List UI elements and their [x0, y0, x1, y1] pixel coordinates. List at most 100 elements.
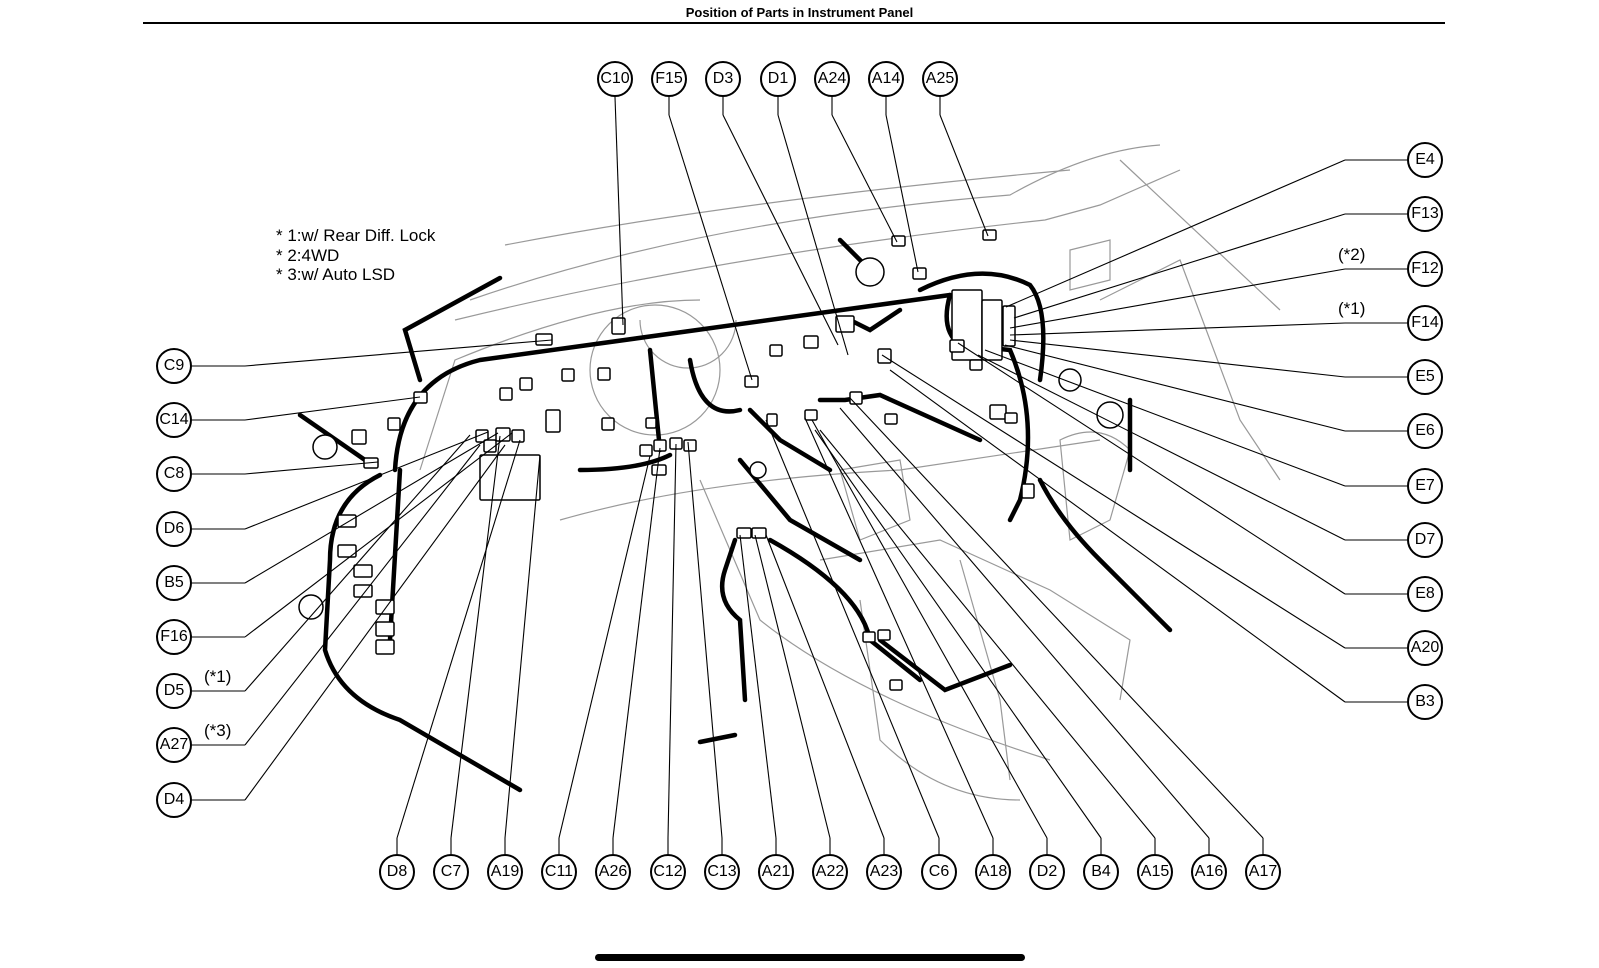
callout-4[interactable]: A26 [595, 854, 631, 890]
callout-3[interactable]: F14 [1407, 305, 1443, 341]
callout-label: C11 [544, 863, 574, 880]
connector-icon [804, 409, 818, 421]
callout-9[interactable]: A20 [1407, 630, 1443, 666]
callout-1[interactable]: C14 [156, 402, 192, 438]
callout-label: C6 [928, 863, 950, 880]
callout-label: C7 [440, 863, 462, 880]
outline-path [504, 169, 1071, 246]
callout-label: A20 [1410, 639, 1440, 656]
variant-marker-F12: (*2) [1338, 245, 1366, 264]
callout-0[interactable]: C9 [156, 348, 192, 384]
footnote-3: * 3:w/ Auto LSD [276, 265, 396, 284]
callout-5[interactable]: F16 [156, 619, 192, 655]
outline-path [699, 479, 1051, 761]
connector-icon [1004, 412, 1018, 424]
connector-icon [766, 413, 778, 427]
component-icon [1058, 368, 1082, 392]
connector-icon [949, 339, 965, 353]
callout-9[interactable]: A23 [866, 854, 902, 890]
harness-path [697, 732, 738, 745]
outline-path [589, 304, 721, 436]
connector-icon [751, 527, 767, 539]
connector-icon [519, 377, 533, 391]
outline-path [469, 144, 1161, 301]
callout-15[interactable]: A16 [1191, 854, 1227, 890]
harness-path [687, 357, 743, 414]
callout-8[interactable]: E8 [1407, 576, 1443, 612]
callout-2[interactable]: C8 [156, 456, 192, 492]
outline-path [639, 319, 737, 369]
harness-path [847, 307, 903, 333]
variant-marker-A27: (*3) [204, 721, 232, 740]
connector-icon [736, 527, 752, 539]
callout-label: A18 [978, 863, 1008, 880]
outline-path [959, 559, 1011, 781]
callout-3[interactable]: D6 [156, 511, 192, 547]
connector-icon [611, 317, 626, 335]
connector-icon [353, 564, 373, 578]
outline-path [1059, 431, 1131, 541]
callout-5[interactable]: C12 [650, 854, 686, 890]
connector-icon [375, 621, 395, 637]
callout-6[interactable]: E7 [1407, 468, 1443, 504]
dashboard-outline [419, 144, 1281, 801]
connector-icon [862, 631, 876, 643]
connector-icon [877, 629, 891, 641]
callout-14[interactable]: A15 [1137, 854, 1173, 890]
component-icon [312, 434, 338, 460]
callout-2[interactable]: D3 [705, 61, 741, 97]
callout-4[interactable]: E5 [1407, 359, 1443, 395]
callout-label: A23 [869, 863, 899, 880]
callout-13[interactable]: B4 [1083, 854, 1119, 890]
callout-0[interactable]: D8 [379, 854, 415, 890]
callout-6[interactable]: C13 [704, 854, 740, 890]
callout-label: A25 [925, 70, 955, 87]
connector-icon [891, 235, 906, 247]
callout-4[interactable]: B5 [156, 565, 192, 601]
connector-icon [535, 333, 553, 346]
callout-label: A21 [761, 863, 791, 880]
callout-label: D8 [386, 863, 408, 880]
connector-icon [601, 417, 615, 431]
callout-16[interactable]: A17 [1245, 854, 1281, 890]
callout-8[interactable]: D4 [156, 782, 192, 818]
callout-4[interactable]: A24 [814, 61, 850, 97]
callout-label: C10 [600, 70, 630, 87]
callout-1[interactable]: F13 [1407, 196, 1443, 232]
callout-10[interactable]: B3 [1407, 684, 1443, 720]
connector-icon [511, 429, 525, 443]
callout-label: F15 [655, 70, 683, 87]
callout-label: D2 [1036, 863, 1058, 880]
callout-5[interactable]: E6 [1407, 413, 1443, 449]
callout-0[interactable]: E4 [1407, 142, 1443, 178]
callout-3[interactable]: D1 [760, 61, 796, 97]
callout-7[interactable]: D7 [1407, 522, 1443, 558]
callout-11[interactable]: A18 [975, 854, 1011, 890]
callout-6[interactable]: A25 [922, 61, 958, 97]
callout-label: C14 [159, 411, 189, 428]
harness-path [322, 472, 523, 793]
harness-path [1037, 477, 1173, 633]
connector-icon [479, 454, 541, 501]
callout-6[interactable]: D5 [156, 673, 192, 709]
callout-8[interactable]: A22 [812, 854, 848, 890]
callout-label: D7 [1414, 531, 1436, 548]
callout-1[interactable]: F15 [651, 61, 687, 97]
callout-7[interactable]: A21 [758, 854, 794, 890]
outline-path [419, 299, 701, 471]
callout-label: A16 [1194, 863, 1224, 880]
home-indicator[interactable] [595, 954, 1025, 961]
callout-7[interactable]: A27 [156, 727, 192, 763]
callout-0[interactable]: C10 [597, 61, 633, 97]
callout-label: A27 [159, 736, 189, 753]
callout-3[interactable]: C11 [541, 854, 577, 890]
callout-12[interactable]: D2 [1029, 854, 1065, 890]
callout-10[interactable]: C6 [921, 854, 957, 890]
callout-2[interactable]: A19 [487, 854, 523, 890]
callout-1[interactable]: C7 [433, 854, 469, 890]
callout-label: C9 [163, 357, 185, 374]
callout-2[interactable]: F12 [1407, 251, 1443, 287]
harness-path [917, 271, 1046, 383]
connector-icon [849, 391, 863, 405]
callout-5[interactable]: A14 [868, 61, 904, 97]
